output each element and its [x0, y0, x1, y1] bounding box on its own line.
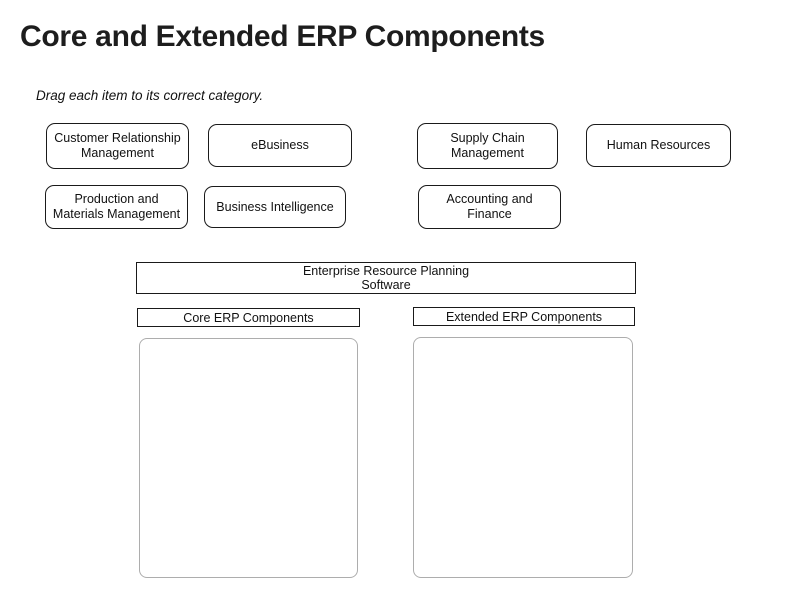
- erp-software-banner: Enterprise Resource Planning Software: [136, 262, 636, 294]
- page-title: Core and Extended ERP Components: [20, 20, 545, 53]
- instruction-text: Drag each item to its correct category.: [36, 88, 264, 103]
- drag-item-label: Business Intelligence: [216, 199, 334, 214]
- drag-item-accounting-and-finance[interactable]: Accounting and Finance: [418, 185, 561, 229]
- drag-item-label: Accounting and Finance: [446, 192, 533, 221]
- drag-item-label: eBusiness: [251, 138, 309, 152]
- drag-item-business-intelligence[interactable]: Business Intelligence: [204, 186, 346, 228]
- erp-banner-line2: Software: [361, 278, 411, 292]
- erp-banner-line1: Enterprise Resource Planning: [302, 263, 470, 278]
- drag-item-supply-chain-management[interactable]: Supply Chain Management: [417, 123, 558, 169]
- drag-item-customer-relationship-management[interactable]: Customer Relationship Management: [46, 123, 189, 169]
- drag-item-production-and-materials-management[interactable]: Production and Materials Management: [45, 185, 188, 229]
- drop-zone-core-erp-components[interactable]: [139, 338, 358, 578]
- category-header-label: Extended ERP Components: [445, 309, 603, 324]
- category-header-extended: Extended ERP Components: [413, 307, 635, 326]
- category-header-label: Core ERP Components: [183, 310, 314, 325]
- drag-item-label: Supply Chain Management: [450, 131, 525, 160]
- drop-zone-extended-erp-components[interactable]: [413, 337, 633, 578]
- drag-item-human-resources[interactable]: Human Resources: [586, 124, 731, 167]
- drag-item-ebusiness[interactable]: eBusiness: [208, 124, 352, 167]
- drag-item-label: Customer Relationship Management: [54, 131, 181, 160]
- drag-item-label: Production and Materials Management: [52, 192, 181, 221]
- drag-item-label: Human Resources: [606, 138, 711, 152]
- category-header-core: Core ERP Components: [137, 308, 360, 327]
